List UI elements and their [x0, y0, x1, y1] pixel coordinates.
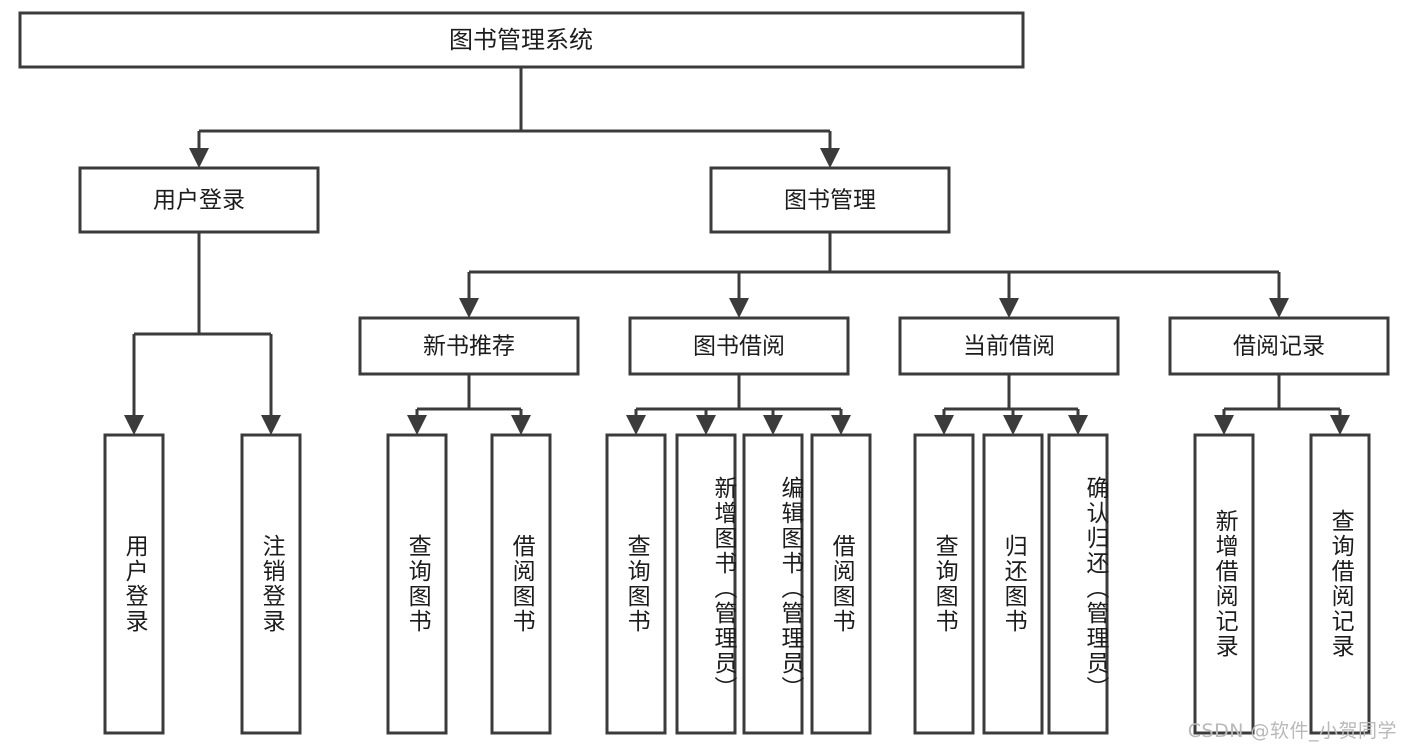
node-user-login-label: 用户登录	[153, 188, 245, 214]
node-book-management-box[interactable]	[709, 166, 951, 234]
node-current-borrow[interactable]: 当前借阅	[898, 316, 1120, 376]
node-new-book-recommend-box[interactable]	[358, 316, 580, 376]
csdn-watermark: CSDN @软件_小贺同学	[1187, 720, 1397, 742]
node-book-borrow[interactable]: 图书借阅	[628, 316, 850, 376]
arrow-leaf-query-book-2	[626, 415, 646, 435]
leaf-add-record-box[interactable]	[1193, 433, 1255, 735]
leaf-borrow-book-1-box[interactable]	[490, 433, 552, 735]
leaf-query-book-2-box[interactable]	[605, 433, 667, 735]
arrow-leaf-confirm-return	[1068, 415, 1088, 435]
leaf-user-login-box[interactable]	[103, 433, 165, 735]
arrow-to-new-book-recommend	[459, 298, 479, 318]
node-current-borrow-label: 当前借阅	[963, 334, 1055, 360]
connector-group-root	[189, 67, 840, 168]
connector-group-book-borrow	[626, 374, 851, 435]
arrow-to-user-login	[189, 148, 209, 168]
arrow-leaf-edit-book	[763, 415, 783, 435]
leaf-edit-book-box[interactable]	[742, 433, 804, 735]
node-new-book-recommend-label: 新书推荐	[423, 334, 515, 360]
node-user-login-box[interactable]	[78, 166, 320, 234]
node-book-borrow-label: 图书借阅	[693, 334, 785, 360]
node-book-borrow-box[interactable]	[628, 316, 850, 376]
node-borrow-record-box[interactable]	[1168, 316, 1390, 376]
connector-group-book-management	[459, 232, 1289, 318]
node-title-system-box[interactable]	[18, 11, 1025, 69]
arrow-leaf-return-book	[1003, 415, 1023, 435]
leaf-query-book-3-box[interactable]	[913, 433, 975, 735]
arrow-to-book-management	[820, 148, 840, 168]
arrow-to-book-borrow	[729, 298, 749, 318]
node-title-system[interactable]: 图书管理系统	[18, 11, 1025, 69]
leaf-logout-login-box[interactable]	[240, 433, 302, 735]
connector-group-borrow-record	[1214, 374, 1350, 435]
arrow-leaf-user-login	[124, 415, 144, 435]
arrow-leaf-borrow-book-2	[831, 415, 851, 435]
connector-group-user-login	[124, 232, 281, 435]
node-title-system-label: 图书管理系统	[449, 26, 593, 54]
arrow-leaf-add-book	[696, 415, 716, 435]
leaf-borrow-book-2-box[interactable]	[810, 433, 872, 735]
node-book-management-label: 图书管理	[784, 188, 876, 214]
leaf-query-book-1-box[interactable]	[386, 433, 448, 735]
arrow-leaf-add-record	[1214, 415, 1234, 435]
arrow-leaf-logout-login	[261, 415, 281, 435]
node-new-book-recommend[interactable]: 新书推荐	[358, 316, 580, 376]
connector-group-current-borrow	[934, 374, 1088, 435]
node-borrow-record-label: 借阅记录	[1233, 334, 1325, 360]
node-current-borrow-box[interactable]	[898, 316, 1120, 376]
arrow-to-borrow-record	[1269, 298, 1289, 318]
leaf-return-book-box[interactable]	[982, 433, 1044, 735]
node-book-management[interactable]: 图书管理	[709, 166, 951, 234]
arrow-leaf-query-book-3	[934, 415, 954, 435]
node-borrow-record[interactable]: 借阅记录	[1168, 316, 1390, 376]
arrow-leaf-query-record	[1330, 415, 1350, 435]
leaf-box-group	[103, 433, 1371, 735]
arrow-leaf-query-book-1	[407, 415, 427, 435]
leaf-add-book-box[interactable]	[675, 433, 737, 735]
arrow-leaf-borrow-book-1	[511, 415, 531, 435]
arrow-to-current-borrow	[999, 298, 1019, 318]
leaf-query-record-box[interactable]	[1309, 433, 1371, 735]
node-user-login[interactable]: 用户登录	[78, 166, 320, 234]
connector-group-new-book-recommend	[407, 374, 531, 435]
leaf-confirm-return-box[interactable]	[1047, 433, 1109, 735]
